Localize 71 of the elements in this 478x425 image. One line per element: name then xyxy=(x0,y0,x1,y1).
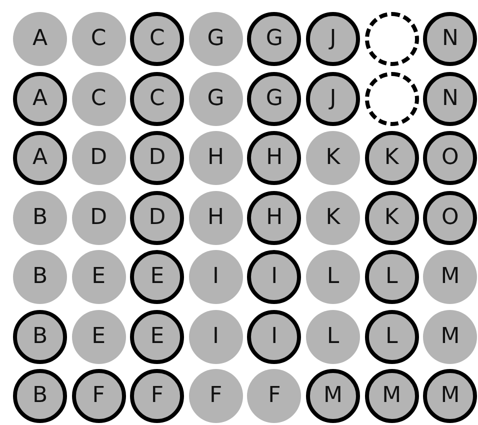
circle-letter: B xyxy=(32,266,48,288)
outlined-circle xyxy=(306,12,360,66)
circle-letter: K xyxy=(384,206,399,228)
circle-letter: C xyxy=(90,28,106,50)
circle-letter: A xyxy=(32,88,48,110)
circle-letter: E xyxy=(92,266,106,288)
circle-letter: E xyxy=(92,326,106,348)
circle-letter: O xyxy=(442,206,459,228)
circle-letter: L xyxy=(326,326,340,348)
circle-letter: M xyxy=(440,266,460,288)
circle-letter: E xyxy=(150,326,164,348)
circle-letter: L xyxy=(385,326,398,348)
circle-letter: C xyxy=(150,88,165,110)
circle-letter: I xyxy=(271,326,278,348)
circle-letter: N xyxy=(442,28,458,50)
circle-letter: M xyxy=(440,326,460,348)
circle-letter: M xyxy=(324,385,342,407)
circle-letter: F xyxy=(150,385,164,407)
circle xyxy=(306,190,360,244)
circle-letter: K xyxy=(326,206,340,228)
circle-letter: K xyxy=(384,147,399,169)
circle-letter: L xyxy=(385,266,398,288)
circle xyxy=(13,12,67,66)
circle-letter: D xyxy=(90,147,108,169)
outlined-circle xyxy=(13,310,67,364)
circle-letter: F xyxy=(209,385,222,407)
circle xyxy=(306,250,360,304)
circle-letter: K xyxy=(326,147,340,169)
circle-letter: F xyxy=(268,385,281,407)
circle xyxy=(13,250,67,304)
circle-letter: I xyxy=(271,266,278,288)
circle-letter: E xyxy=(150,266,164,288)
circle-letter: F xyxy=(92,385,105,407)
circle-letter: H xyxy=(208,147,224,169)
outlined-circle xyxy=(13,369,67,423)
circle-letter: G xyxy=(207,88,224,110)
outlined-circle xyxy=(306,369,360,423)
circle-letter: M xyxy=(382,385,402,407)
circle-letter: D xyxy=(90,206,108,228)
outlined-circle xyxy=(13,131,67,185)
circle xyxy=(13,190,67,244)
circle xyxy=(423,310,478,364)
circle-letter: J xyxy=(330,28,336,50)
outlined-circle xyxy=(423,72,478,126)
circle-letter: A xyxy=(32,147,48,169)
circle-letter: H xyxy=(266,147,283,169)
circle-letter: B xyxy=(32,326,48,348)
circle-letter: C xyxy=(150,28,165,50)
outlined-circle xyxy=(423,190,478,244)
circle-letter: G xyxy=(266,28,283,50)
circle-letter: L xyxy=(326,266,340,288)
circle-letter: B xyxy=(32,385,48,407)
circle-letter: I xyxy=(212,266,220,288)
outlined-circle xyxy=(306,72,360,126)
circle-letter: D xyxy=(148,206,166,228)
circle-letter: M xyxy=(440,385,460,407)
circle-letter: H xyxy=(266,206,283,228)
circle-letter: C xyxy=(90,88,106,110)
circle-letter: N xyxy=(442,88,458,110)
circle-letter: B xyxy=(32,206,48,228)
circle-letter: I xyxy=(212,326,220,348)
circle-letter: G xyxy=(266,88,283,110)
circle-letter: D xyxy=(148,147,166,169)
outlined-circle xyxy=(13,72,67,126)
circle-letter: H xyxy=(208,206,224,228)
circle-letter: A xyxy=(32,28,48,50)
circle xyxy=(306,310,360,364)
circle-letter: O xyxy=(442,147,459,169)
circle xyxy=(306,131,360,185)
circle-letter: G xyxy=(207,28,224,50)
circle-letter: J xyxy=(330,88,336,110)
